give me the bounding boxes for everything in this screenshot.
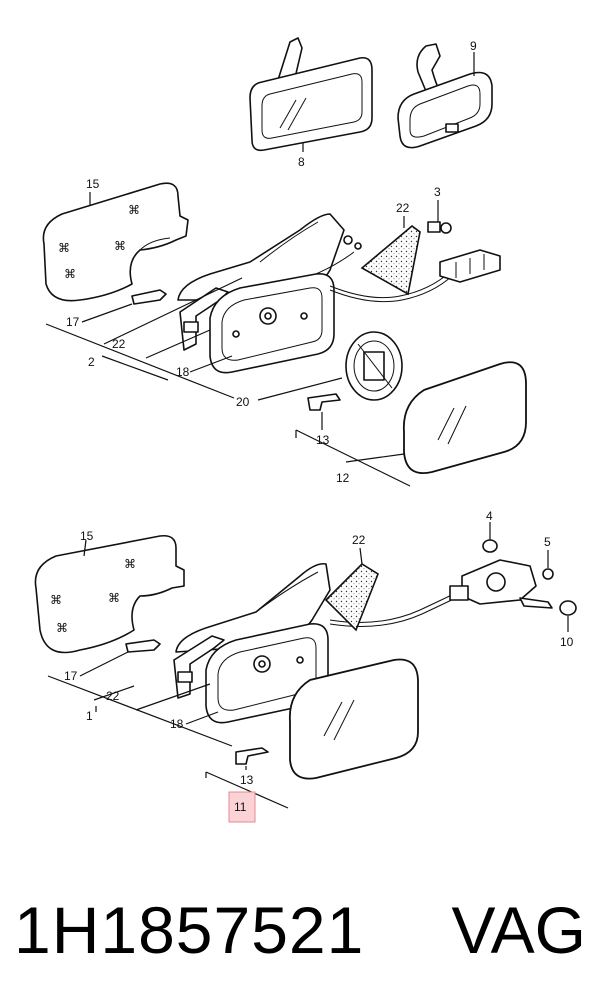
- callout-3: 3: [434, 185, 441, 199]
- cable-upper: [329, 275, 453, 303]
- bracket-line: [145, 329, 211, 359]
- part-number: 1H1857521: [14, 893, 365, 967]
- cover-mark: ⌘: [128, 203, 140, 217]
- nut-5: [542, 568, 554, 580]
- cable-upper: [329, 271, 451, 299]
- cover-mark: ⌘: [58, 241, 70, 255]
- cover-mark: ⌘: [124, 557, 136, 571]
- callout-22-lower: 22: [106, 689, 120, 703]
- callout-8: 8: [298, 155, 305, 169]
- mirror-cover-15-upper: ⌘ ⌘ ⌘ ⌘: [42, 182, 189, 302]
- bracket-line: [257, 377, 343, 401]
- bracket-line: [103, 277, 243, 345]
- bracket-line: [101, 355, 169, 381]
- callout-11: 11: [234, 800, 247, 814]
- brand-name: VAG: [451, 893, 586, 967]
- screw-3: [427, 221, 452, 234]
- callout-15-lower: 15: [80, 529, 94, 543]
- callout-18-upper: 18: [176, 365, 190, 379]
- cover-mark: ⌘: [50, 593, 62, 607]
- callout-13-upper: 13: [316, 433, 330, 447]
- callout-13-lower: 13: [240, 773, 254, 787]
- callout-22-upper-trim: 22: [396, 201, 410, 215]
- bracket-line: [205, 771, 289, 809]
- motor-unit: [449, 559, 553, 609]
- bracket-line: [135, 683, 211, 711]
- callout-12: 12: [336, 471, 350, 485]
- callout-1: 1: [86, 709, 93, 723]
- clip-13-lower: [235, 747, 269, 765]
- callout-17-lower: 17: [64, 669, 78, 683]
- cover-mark: ⌘: [56, 621, 68, 635]
- callout-2: 2: [88, 355, 95, 369]
- cover-mark: ⌘: [114, 239, 126, 253]
- callout-22-upper: 22: [112, 337, 126, 351]
- clip-17-upper: [131, 289, 167, 305]
- callout-9: 9: [470, 39, 477, 53]
- mirror-glass-12-upper: [402, 361, 527, 474]
- cap-4: [482, 539, 498, 553]
- connector-upper: [439, 249, 501, 283]
- clip-17-lower: [125, 639, 161, 653]
- mirror-cover-15-lower: ⌘ ⌘ ⌘ ⌘: [34, 534, 185, 654]
- bracket-line: [345, 453, 405, 463]
- bracket-line: [295, 429, 411, 487]
- callout-18-lower: 18: [170, 717, 184, 731]
- callout-20: 20: [236, 395, 250, 409]
- highlight-box: [228, 791, 256, 823]
- callout-15-upper: 15: [86, 177, 100, 191]
- footer: 1H1857521 VAG: [0, 880, 600, 980]
- callout-17-upper: 17: [66, 315, 80, 329]
- parts-diagram: 8 9 ⌘ ⌘ ⌘ ⌘ 15 17: [34, 37, 577, 823]
- interior-mirror-8: [249, 37, 373, 152]
- adjuster-disc-upper: [345, 331, 403, 401]
- callout-5: 5: [544, 535, 551, 549]
- bracket-line: [45, 323, 235, 399]
- triangle-trim-22-lower: [324, 562, 379, 632]
- callout-10: 10: [560, 635, 574, 649]
- triangle-trim-22-upper: [360, 224, 421, 296]
- bracket-line: [189, 355, 233, 373]
- callout-4: 4: [486, 509, 493, 523]
- mirror-glass-lower: [288, 658, 419, 780]
- cap-10: [559, 600, 577, 616]
- cover-mark: ⌘: [108, 591, 120, 605]
- interior-mirror-9: [397, 43, 493, 149]
- bracket-line: [93, 685, 135, 701]
- callout-22-lower-trim: 22: [352, 533, 366, 547]
- mirror-frame-18-upper: [179, 273, 335, 374]
- bracket-line: [47, 675, 233, 747]
- bracket-line: [185, 711, 219, 725]
- clip-13-upper: [307, 393, 341, 411]
- cover-mark: ⌘: [64, 267, 76, 281]
